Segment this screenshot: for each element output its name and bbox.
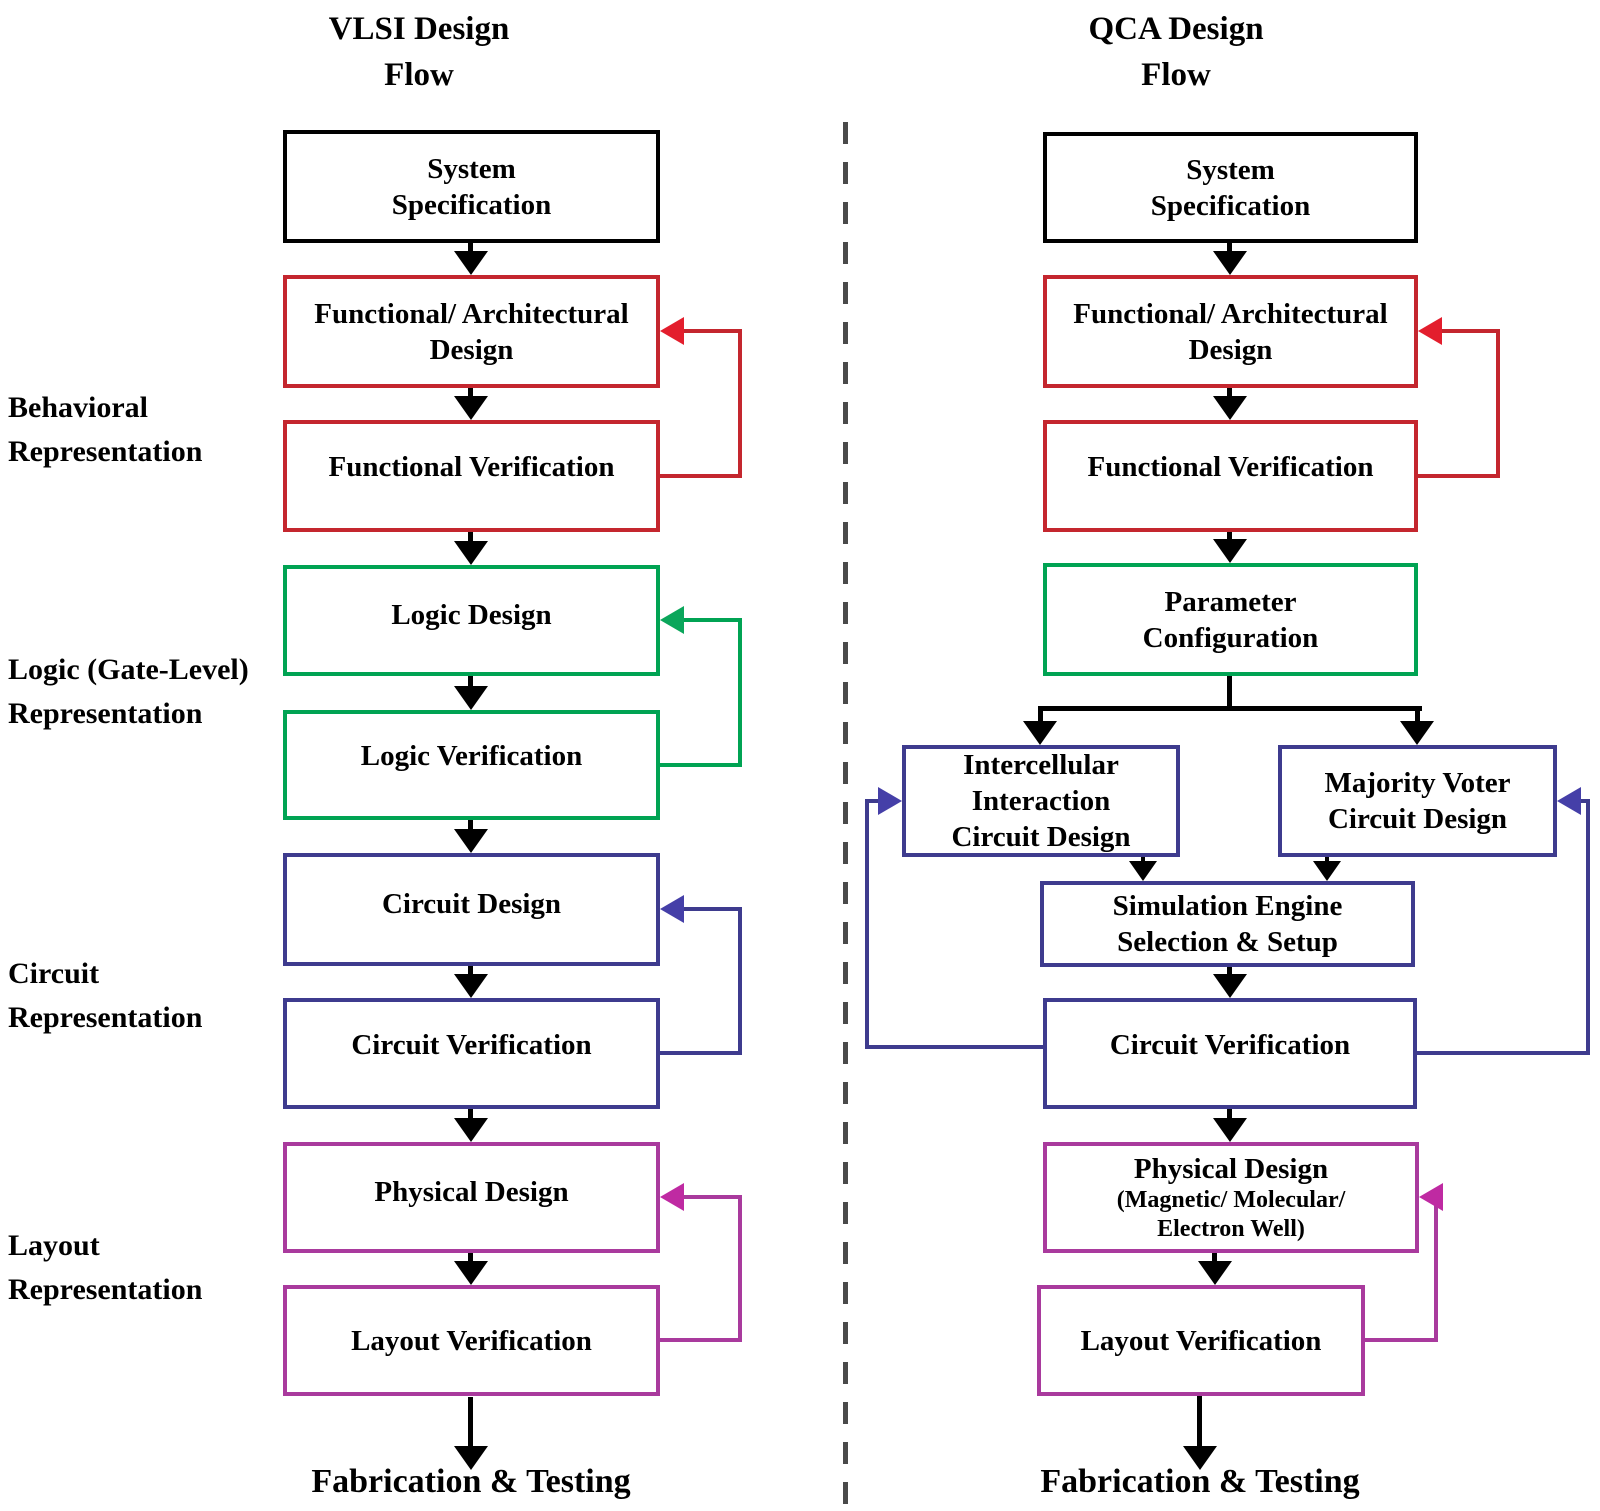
box-qca-functional-architectural-design: Functional/ Architectural Design: [1043, 275, 1418, 388]
box-qca-circuit-verification: Circuit Verification: [1043, 998, 1417, 1109]
box-vlsi-physical-design: Physical Design: [283, 1142, 660, 1253]
label-logic-representation: Logic (Gate-Level) Representation: [8, 653, 249, 730]
box-vlsi-logic-verification: Logic Verification: [283, 710, 660, 820]
label-behavioral-representation: Behavioral Representation: [8, 391, 203, 468]
qca-physical-design-sub-label: (Magnetic/ Molecular/ Electron Well): [1116, 1186, 1346, 1242]
box-vlsi-logic-design: Logic Design: [283, 565, 660, 676]
qca-physical-design-main-label: Physical Design: [1133, 1152, 1329, 1185]
box-qca-majority-voter-circuit-design: Majority Voter Circuit Design: [1278, 745, 1557, 857]
box-vlsi-system-specification: System Specification: [283, 130, 660, 243]
box-qca-parameter-configuration: Parameter Configuration: [1043, 563, 1418, 676]
column-divider-dashed-line: [843, 122, 848, 1511]
box-qca-functional-verification: Functional Verification: [1043, 420, 1418, 532]
vlsi-flow-title: VLSI Design Flow: [328, 11, 510, 93]
label-layout-representation: Layout Representation: [8, 1229, 203, 1306]
box-qca-layout-verification: Layout Verification: [1037, 1285, 1365, 1396]
label-circuit-representation: Circuit Representation: [8, 957, 203, 1034]
box-vlsi-circuit-verification: Circuit Verification: [283, 998, 660, 1109]
box-vlsi-functional-architectural-design: Functional/ Architectural Design: [283, 275, 660, 388]
box-qca-simulation-engine-selection-setup: Simulation Engine Selection & Setup: [1040, 881, 1415, 967]
box-vlsi-layout-verification: Layout Verification: [283, 1285, 660, 1396]
box-vlsi-circuit-design: Circuit Design: [283, 853, 660, 966]
box-qca-system-specification: System Specification: [1043, 132, 1418, 243]
box-vlsi-functional-verification: Functional Verification: [283, 420, 660, 532]
box-qca-physical-design: Physical Design (Magnetic/ Molecular/ El…: [1043, 1142, 1419, 1253]
box-qca-intercellular-interaction-circuit-design: Intercellular Interaction Circuit Design: [902, 745, 1180, 857]
qca-flow-title: QCA Design Flow: [1088, 11, 1264, 93]
